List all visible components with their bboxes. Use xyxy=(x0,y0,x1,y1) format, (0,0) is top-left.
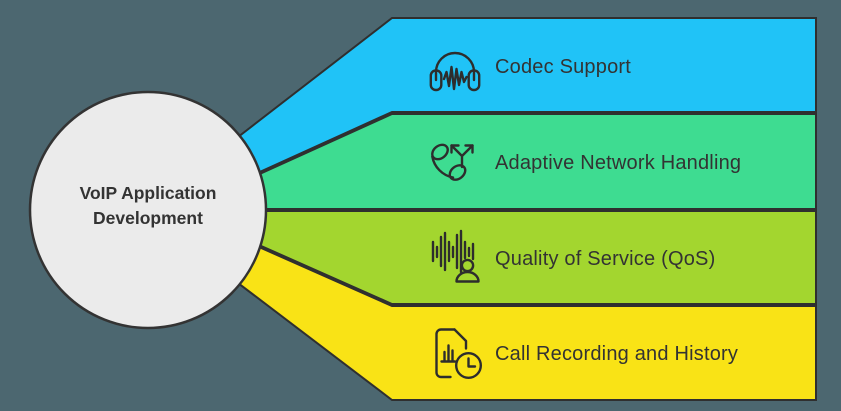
center-title-line1: VoIP Application xyxy=(80,183,217,203)
handset-body-arc xyxy=(431,155,455,179)
document-folded-corner xyxy=(453,328,468,350)
document-outline xyxy=(435,328,456,379)
arrowhead-left xyxy=(450,144,460,154)
person-shoulders xyxy=(455,270,480,283)
mini-bar-chart xyxy=(440,344,457,363)
arrow-stems xyxy=(450,144,474,169)
branch-bands xyxy=(182,17,817,401)
branch-label-call-recording: Call Recording and History xyxy=(495,343,738,365)
branch-label-codec-support: Codec Support xyxy=(495,56,631,78)
center-title-line2: Development xyxy=(93,208,203,228)
headphones-waveform-icon xyxy=(429,51,481,92)
clock-hands xyxy=(467,357,477,368)
left-earcup xyxy=(429,69,443,92)
center-node-circle xyxy=(28,90,268,330)
equalizer-person-icon xyxy=(431,229,480,283)
branch-label-qos: Quality of Service (QoS) xyxy=(495,248,715,270)
arrowhead-right xyxy=(464,144,474,154)
branch-label-adaptive-network: Adaptive Network Handling xyxy=(495,152,741,174)
right-earcup xyxy=(467,69,481,92)
clock-face xyxy=(455,352,483,380)
waveform-zigzag xyxy=(442,65,468,91)
equalizer-bars xyxy=(431,229,475,274)
headband-arc xyxy=(434,51,476,82)
phone-split-arrows-icon xyxy=(431,143,474,181)
document-clock-icon xyxy=(435,328,483,380)
